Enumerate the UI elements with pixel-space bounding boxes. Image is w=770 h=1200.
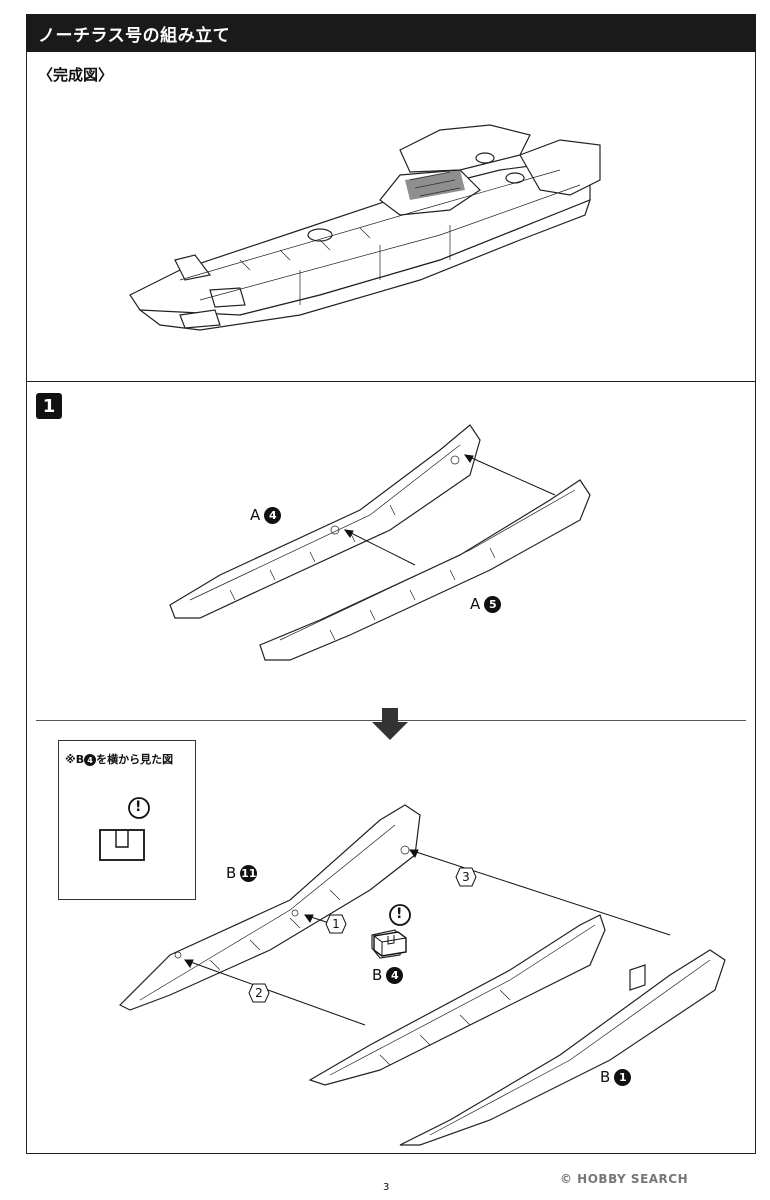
page-number: 3 xyxy=(383,1182,390,1193)
part-b4-illustration xyxy=(373,931,407,957)
assembly-illustration xyxy=(118,804,726,1146)
warning-icon xyxy=(128,797,150,819)
arrow-down-icon xyxy=(372,708,408,740)
part-number-circle: 1 xyxy=(614,1068,632,1086)
part-label-a5: A 5 xyxy=(470,595,502,613)
hexagon-order-3 xyxy=(455,867,477,887)
watermark: © HOBBY SEARCH xyxy=(560,1172,689,1186)
hexagon-order-2 xyxy=(248,983,270,1003)
part-label-b1: B 1 xyxy=(600,1068,632,1086)
part-label-a4: A 4 xyxy=(250,506,282,524)
hexagon-order-1 xyxy=(325,914,347,934)
step1-hull-parts-illustration xyxy=(169,424,591,661)
completed-ship-illustration xyxy=(129,124,601,331)
warning-icon xyxy=(389,904,411,926)
part-number-circle: 5 xyxy=(484,595,502,613)
part-label-b4: B 4 xyxy=(372,966,404,984)
page-header: ノーチラス号の組み立て xyxy=(26,14,756,52)
part-b4-side-view xyxy=(99,829,145,861)
part-number-circle: 4 xyxy=(84,754,97,766)
page-title: ノーチラス号の組み立て xyxy=(38,25,231,46)
assembly-order-3: 3 xyxy=(462,870,470,884)
part-number-circle: 4 xyxy=(264,506,282,524)
assembly-order-1: 1 xyxy=(332,917,340,931)
part-number-circle: 4 xyxy=(386,966,404,984)
warning-mark: ! xyxy=(135,799,142,815)
warning-mark: ! xyxy=(396,906,403,922)
step-number-badge: 1 xyxy=(36,393,62,419)
section-divider xyxy=(26,381,756,382)
assembly-order-2: 2 xyxy=(255,986,263,1000)
part-label-b11: B 11 xyxy=(226,864,258,882)
completed-view-label: 〈完成図〉 xyxy=(38,66,114,84)
part-number-circle: 11 xyxy=(240,864,258,882)
